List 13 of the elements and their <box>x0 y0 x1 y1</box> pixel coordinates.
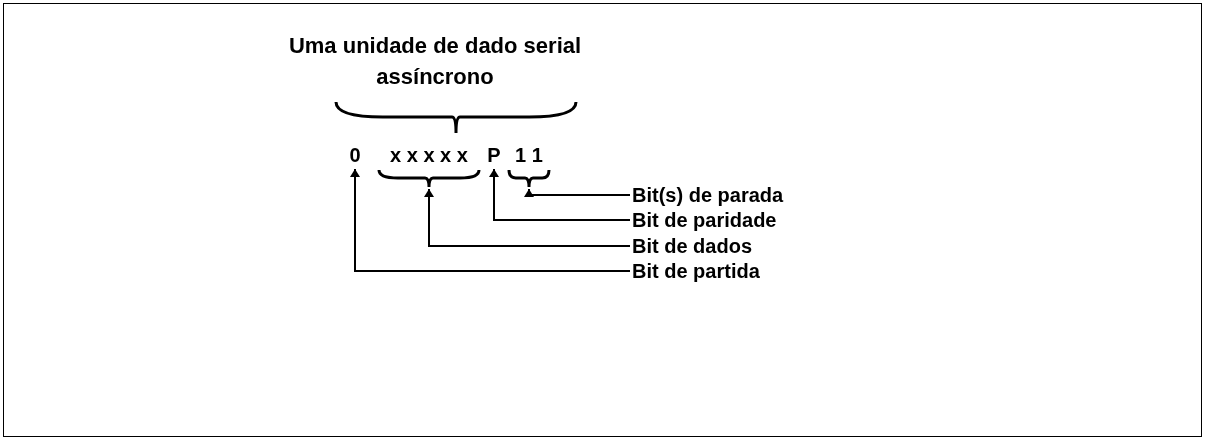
bit-group: x x x x x <box>390 142 468 168</box>
leader-arrow <box>350 168 631 272</box>
callout-label: Bit de paridade <box>632 208 777 232</box>
heading: Uma unidade de dado serial assíncrono <box>287 32 583 91</box>
callout-label: Bit(s) de parada <box>632 183 784 207</box>
leader-arrow <box>524 188 631 197</box>
bit-symbol: P <box>487 143 501 167</box>
leader-arrow <box>424 188 631 247</box>
callout-label: Bit de dados <box>632 234 752 258</box>
callout-label: Bit de partida <box>632 259 760 283</box>
leader-arrow <box>489 168 631 221</box>
bit-group: 1 1 <box>515 142 543 168</box>
bit-symbol: 0 <box>349 143 361 167</box>
